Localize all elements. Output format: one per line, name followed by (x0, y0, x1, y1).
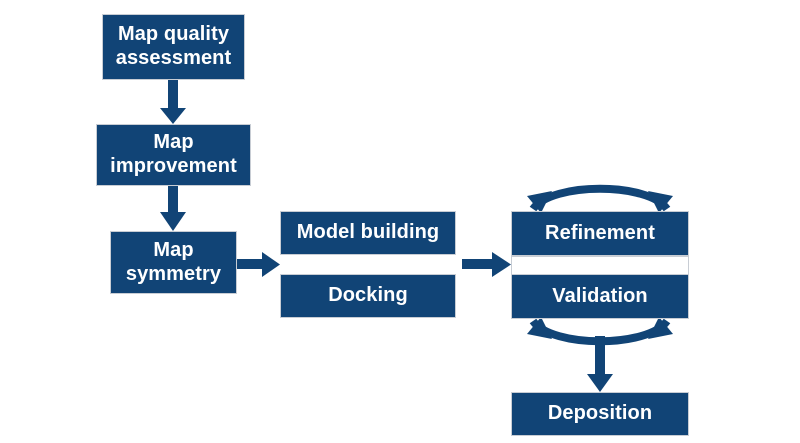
arrow-quality-to-improvement (160, 80, 186, 124)
node-model-building[interactable]: Model building (280, 211, 456, 255)
node-deposition[interactable]: Deposition (511, 392, 689, 436)
cycle-separator-gap (511, 256, 689, 275)
node-label: Model building (296, 221, 440, 244)
node-map-improvement[interactable]: Map improvement (96, 124, 251, 186)
arc-refinement-cycle-top (527, 184, 673, 213)
node-validation[interactable]: Validation (511, 274, 689, 319)
arrow-buildgroup-to-cycle (462, 252, 511, 277)
node-label: Validation (552, 284, 648, 307)
node-map-quality-assessment[interactable]: Map quality assessment (102, 14, 245, 80)
arrow-symmetry-to-buildgroup (237, 252, 280, 277)
node-label: Map improvement (110, 131, 237, 177)
node-label: Refinement (545, 221, 655, 244)
arrow-improvement-to-symmetry (160, 186, 186, 231)
arrow-cycle-to-deposition (587, 336, 613, 392)
node-map-symmetry[interactable]: Map symmetry (110, 231, 237, 294)
node-label: Docking (328, 284, 408, 307)
arc-refinement-cycle-bottom (527, 317, 673, 346)
node-label: Map symmetry (125, 238, 222, 285)
node-label: Map quality assessment (115, 23, 232, 69)
node-refinement[interactable]: Refinement (511, 211, 689, 256)
node-docking[interactable]: Docking (280, 274, 456, 318)
node-label: Deposition (547, 402, 653, 425)
